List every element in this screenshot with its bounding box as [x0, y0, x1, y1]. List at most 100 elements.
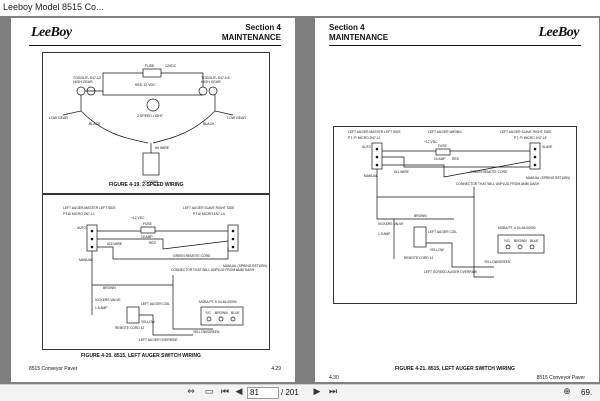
- label-yg: Y/G: [205, 311, 211, 315]
- label-high-gear-left: HIGH GEAR: [73, 80, 93, 84]
- label-black-right: BLACK: [203, 122, 215, 126]
- header-rule: [29, 45, 281, 46]
- document-viewer[interactable]: LeeBoy Section 4 MAINTENANCE: [0, 16, 600, 384]
- label-red-12: RED 12 VDC: [135, 83, 156, 87]
- label-remote-cord: REMOTE CORD 12: [404, 256, 433, 260]
- label-yellow: YELLOW: [430, 248, 445, 252]
- leeboy-logo: LeeBoy: [31, 25, 72, 40]
- label-moba: MOBA PT, # 04-46-00090: [199, 300, 237, 304]
- label-remote-cord: REMOTE CORD 12: [115, 326, 144, 330]
- label-green-cord: GREEN REMOTE CORD: [173, 254, 211, 258]
- leeboy-logo: LeeBoy: [538, 25, 579, 40]
- window-titlebar: Leeboy Model 8515 Co...: [0, 0, 600, 17]
- prev-page-icon[interactable]: ◀: [235, 387, 243, 397]
- header-rule: [329, 45, 581, 46]
- wiring-diagram-2-speed: TOGGLE\ 1N7-L2 HIGH GEAR TOGGLE\ 1N7-H3 …: [49, 64, 246, 184]
- section-number: Section 4: [329, 23, 365, 32]
- label-fuse: FUSE: [145, 64, 155, 68]
- label-vickers: VICKERS: [143, 180, 159, 184]
- label-fuse: FUSE: [143, 222, 153, 226]
- label-manual: MANUAL: [79, 258, 93, 262]
- figure-caption-4-19: FIGURE 4-19. 2-SPEED WIRING: [109, 182, 184, 188]
- label-auger-wiring: LEFT AUGER WIRING: [428, 130, 462, 134]
- label-connector: CONNECTOR THAT WILL UNPLUG FROM AMBI DAS…: [456, 182, 540, 186]
- label-toggle-right: TOGGLE\ 1N7-H3: [201, 76, 230, 80]
- label-auto: AUTO: [77, 226, 87, 230]
- figure-2-speed-wiring: TOGGLE\ 1N7-L2 HIGH GEAR TOGGLE\ 1N7-H3 …: [42, 52, 270, 194]
- label-coil: LEFT AUGER COIL: [141, 302, 170, 306]
- footer-page-number: 4.29: [271, 366, 281, 372]
- label-blue: BLUE: [231, 311, 240, 315]
- figure-left-auger-switch-wiring: LEFT AUGER MASTER LEFT SIDE LEFT AUGER W…: [333, 126, 577, 304]
- fit-page-icon[interactable]: ▭: [204, 387, 214, 397]
- label-red: RED: [452, 157, 460, 161]
- section-title: Section 4 MAINTENANCE: [222, 23, 281, 43]
- label-yellow: YELLOW: [141, 320, 156, 324]
- label-wire: #11 WIRE: [394, 170, 410, 174]
- label-yellow-green: YELLOW/GREEN: [484, 260, 511, 264]
- label-10amp: 10 AMP: [141, 235, 153, 239]
- label-slave-right: LEFT AUGER SLAVE RIGHT SIDE: [183, 206, 235, 210]
- section-number: Section 4: [245, 23, 281, 32]
- label-coil: LEFT AUGER COIL: [428, 230, 457, 234]
- first-page-icon[interactable]: ⏮: [220, 387, 230, 397]
- label-yg: Y/G: [504, 239, 510, 243]
- label-pt-left: PT. P/ MICRO 2N7-LJ: [348, 136, 381, 140]
- zoom-level[interactable]: 69.: [581, 388, 593, 397]
- label-vickers-valve: VICKERS VALVE: [378, 222, 404, 226]
- label-slave-right: LEFT AUGER SLAVE RIGHT SIDE: [500, 130, 552, 134]
- label-pt-right: PT A/ MICRO 1N7-LA: [193, 212, 226, 216]
- label-12vdc: +12 VDC: [424, 140, 438, 144]
- label-12vdc: +12 VDC: [131, 216, 145, 220]
- figure-caption-4-20: FIGURE 4-20. 8515, LEFT AUGER SWITCH WIR…: [81, 353, 201, 359]
- label-1-5-amp: 1.5 AMP: [378, 232, 391, 236]
- section-title: Section 4 MAINTENANCE: [329, 23, 388, 43]
- label-slave: SLAVE: [542, 145, 553, 149]
- label-black-left: BLACK: [89, 122, 101, 126]
- next-page-icon[interactable]: ▶: [313, 387, 321, 397]
- label-master-left: LEFT AUGER MASTER LEFT SIDE: [348, 130, 401, 134]
- label-wire: #9 WIRE: [155, 146, 170, 150]
- section-heading: MAINTENANCE: [329, 33, 389, 42]
- label-vickers-valve: VICKERS VALVE: [95, 298, 121, 302]
- fit-width-icon[interactable]: ⇔: [187, 387, 195, 397]
- label-fuse: FUSE: [438, 144, 448, 148]
- pdf-page-left: LeeBoy Section 4 MAINTENANCE: [11, 18, 295, 382]
- label-override: LEFT SCREED AUGER OVERRIDE: [424, 270, 478, 274]
- label-toggle-left: TOGGLE\ 1N7-L2: [73, 76, 101, 80]
- label-master-left: LEFT AUGER MASTER LEFT SIDE: [63, 206, 116, 210]
- zoom-icon[interactable]: ⊕: [563, 387, 571, 397]
- viewer-toolbar: ⇔ ▭ ⏮ ◀ 81 / 201 ▶ ⏭ ⊕ 69.: [0, 384, 600, 401]
- figure-left-auger-switch-wiring: LEFT AUGER MASTER LEFT SIDE LEFT AUGER S…: [42, 194, 270, 350]
- label-blue: BLUE: [530, 239, 539, 243]
- label-speed-light: 2 SPEED LIGHT: [137, 114, 164, 118]
- label-pt-right: PT. P/ MICRO 1N7-LE: [514, 136, 548, 140]
- label-wire: #15 WIRE: [107, 242, 123, 246]
- pdf-page-right: Section 4 MAINTENANCE LeeBoy: [315, 18, 599, 382]
- figure-caption-4-21: FIGURE 4-21. 8515, LEFT AUGER SWITCH WIR…: [395, 366, 515, 372]
- page-number-input[interactable]: 81: [247, 387, 279, 399]
- window-title: Leeboy Model 8515 Co...: [3, 2, 104, 12]
- label-green-cord: GREEN REMOTE CORD: [470, 170, 508, 174]
- last-page-icon[interactable]: ⏭: [328, 387, 338, 397]
- label-12vdc: 12VDC: [165, 64, 177, 68]
- footer-doc-title: 8515 Conveyor Paver: [536, 375, 585, 381]
- label-moba: MOBA PT, # 04-46-00090: [498, 226, 536, 230]
- label-override: LEFT AUGER OVERRIDE: [139, 338, 178, 342]
- label-brown: BROWN: [414, 214, 427, 218]
- label-pt-left: PT A/ MICRO 2N7-LJ: [63, 212, 95, 216]
- wiring-diagram-left-auger: LEFT AUGER MASTER LEFT SIDE LEFT AUGER W…: [348, 130, 570, 278]
- label-low-gear-right: LOW GEAR: [227, 116, 246, 120]
- label-red: RED: [149, 241, 157, 245]
- label-1-5-amp: 1.5 AMP: [95, 306, 108, 310]
- label-connector: CONNECTOR THAT WILL UNPLUG FROM AMBI DAS…: [171, 268, 255, 272]
- label-high-gear-right: HIGH GEAR: [201, 80, 221, 84]
- label-manual-spring: MANUAL (SPRING RETURN): [223, 264, 267, 268]
- label-10amp: 10 AMP: [434, 157, 446, 161]
- label-brown-term: BROWN: [215, 311, 228, 315]
- wiring-diagram-left-auger: LEFT AUGER MASTER LEFT SIDE LEFT AUGER S…: [63, 206, 267, 342]
- label-yellow-green: YELLOW/GREEN: [193, 330, 220, 334]
- label-auto: AUTO: [362, 145, 372, 149]
- label-manual-spring: MANUAL (SPRING RETURN): [526, 176, 570, 180]
- label-brown-term: BROWN: [514, 239, 527, 243]
